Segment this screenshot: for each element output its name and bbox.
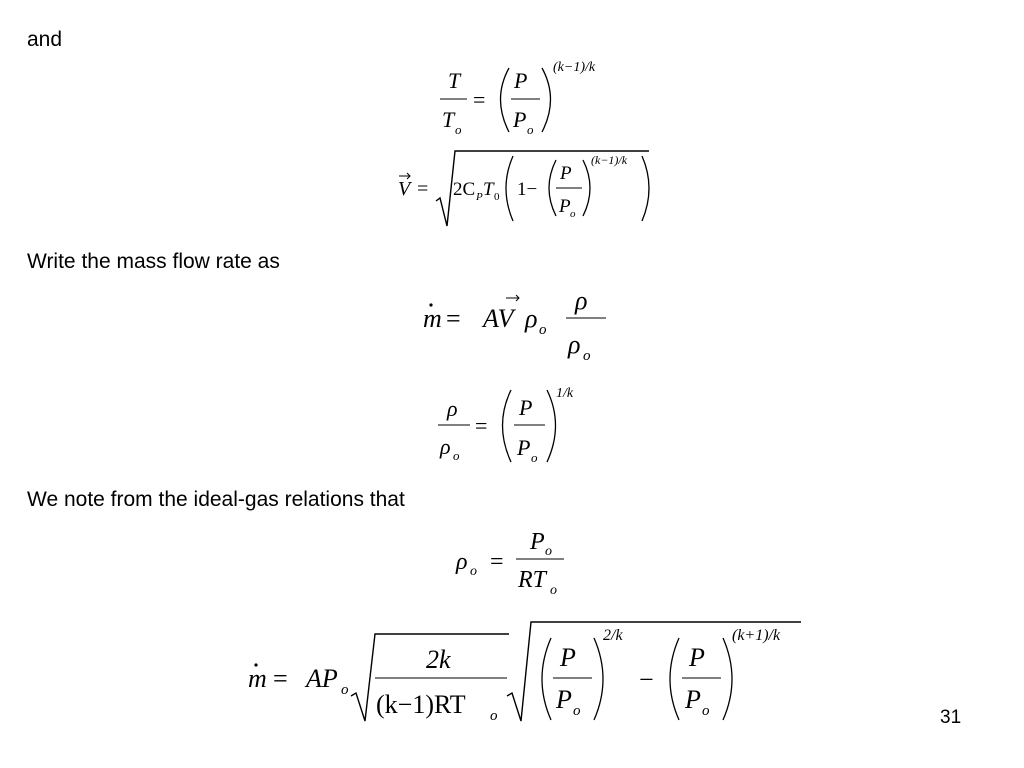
equation-mass-flow: m = AV ρ o ρ ρ o [420, 282, 620, 364]
svg-text:ρ: ρ [524, 304, 537, 333]
svg-text:AP: AP [304, 664, 338, 693]
svg-text:o: o [341, 682, 349, 698]
equation-velocity: V = 2C P T 0 1− P P o (k−1)/k [395, 146, 665, 232]
svg-text:o: o [470, 564, 477, 579]
text-and: and [27, 28, 63, 51]
equation-stagnation-density: ρ o = P o RT o [452, 522, 582, 602]
svg-text:ρ: ρ [567, 330, 580, 359]
text-ideal-gas-intro: We note from the ideal-gas relations tha… [27, 488, 405, 511]
equation-density-ratio: ρ ρ o = P P o 1/k [430, 384, 600, 468]
svg-text:P: P [559, 163, 572, 184]
text-mass-flow-intro: Write the mass flow rate as [27, 250, 280, 273]
svg-text:P: P [513, 68, 527, 93]
svg-text:P: P [529, 529, 545, 555]
svg-text:o: o [490, 708, 498, 724]
svg-text:(k+1)/k: (k+1)/k [732, 627, 781, 644]
svg-text:o: o [573, 703, 581, 719]
svg-text:o: o [545, 544, 552, 559]
svg-text:T: T [442, 107, 456, 132]
svg-text:o: o [531, 450, 538, 465]
svg-text:ρ: ρ [446, 396, 458, 421]
svg-text:P: P [518, 395, 532, 420]
svg-text:2/k: 2/k [603, 627, 623, 644]
svg-text:o: o [527, 122, 534, 137]
svg-text:ρ: ρ [455, 549, 468, 575]
page-number: 31 [940, 707, 962, 728]
svg-text:1/k: 1/k [556, 386, 574, 401]
svg-text:2k: 2k [426, 645, 451, 674]
svg-text:P: P [475, 191, 483, 203]
svg-text:o: o [453, 448, 460, 463]
svg-text:P: P [555, 685, 572, 714]
svg-text:(k−1)/k: (k−1)/k [591, 153, 628, 167]
svg-text:=: = [490, 549, 504, 575]
svg-text:AV: AV [481, 304, 517, 333]
svg-text:o: o [539, 322, 547, 338]
svg-text:m: m [248, 664, 267, 693]
svg-text:o: o [550, 583, 557, 598]
svg-text:V: V [398, 178, 413, 200]
svg-text:m: m [423, 304, 442, 333]
equation-mass-flow-final: m = AP o 2k (k−1)RT o P P o 2/k − P P o … [245, 616, 805, 728]
svg-text:=: = [417, 178, 428, 200]
svg-text:o: o [702, 703, 710, 719]
svg-text:o: o [583, 348, 591, 364]
svg-text:=: = [473, 87, 485, 112]
equation-temperature-ratio: T T o = P P o (k−1)/k [430, 58, 630, 142]
svg-text:ρ: ρ [574, 286, 587, 315]
svg-text:=: = [446, 304, 461, 333]
svg-text:0: 0 [494, 191, 500, 203]
svg-text:ρ: ρ [439, 434, 451, 459]
svg-text:o: o [570, 208, 576, 220]
svg-text:P: P [516, 435, 530, 460]
svg-text:RT: RT [517, 567, 548, 593]
svg-text:−: − [639, 665, 654, 694]
svg-text:P: P [558, 196, 571, 217]
svg-text:o: o [455, 122, 462, 137]
svg-text:P: P [684, 685, 701, 714]
svg-text:P: P [688, 643, 705, 672]
svg-text:=: = [475, 413, 487, 438]
svg-text:P: P [559, 643, 576, 672]
svg-text:1−: 1− [517, 179, 537, 200]
svg-text:(k−1)/k: (k−1)/k [553, 60, 596, 75]
svg-text:2C: 2C [453, 179, 475, 200]
svg-text:(k−1)RT: (k−1)RT [376, 690, 466, 719]
svg-text:P: P [512, 107, 526, 132]
svg-text:T: T [483, 179, 495, 200]
svg-text:T: T [448, 68, 462, 93]
svg-text:=: = [273, 664, 288, 693]
